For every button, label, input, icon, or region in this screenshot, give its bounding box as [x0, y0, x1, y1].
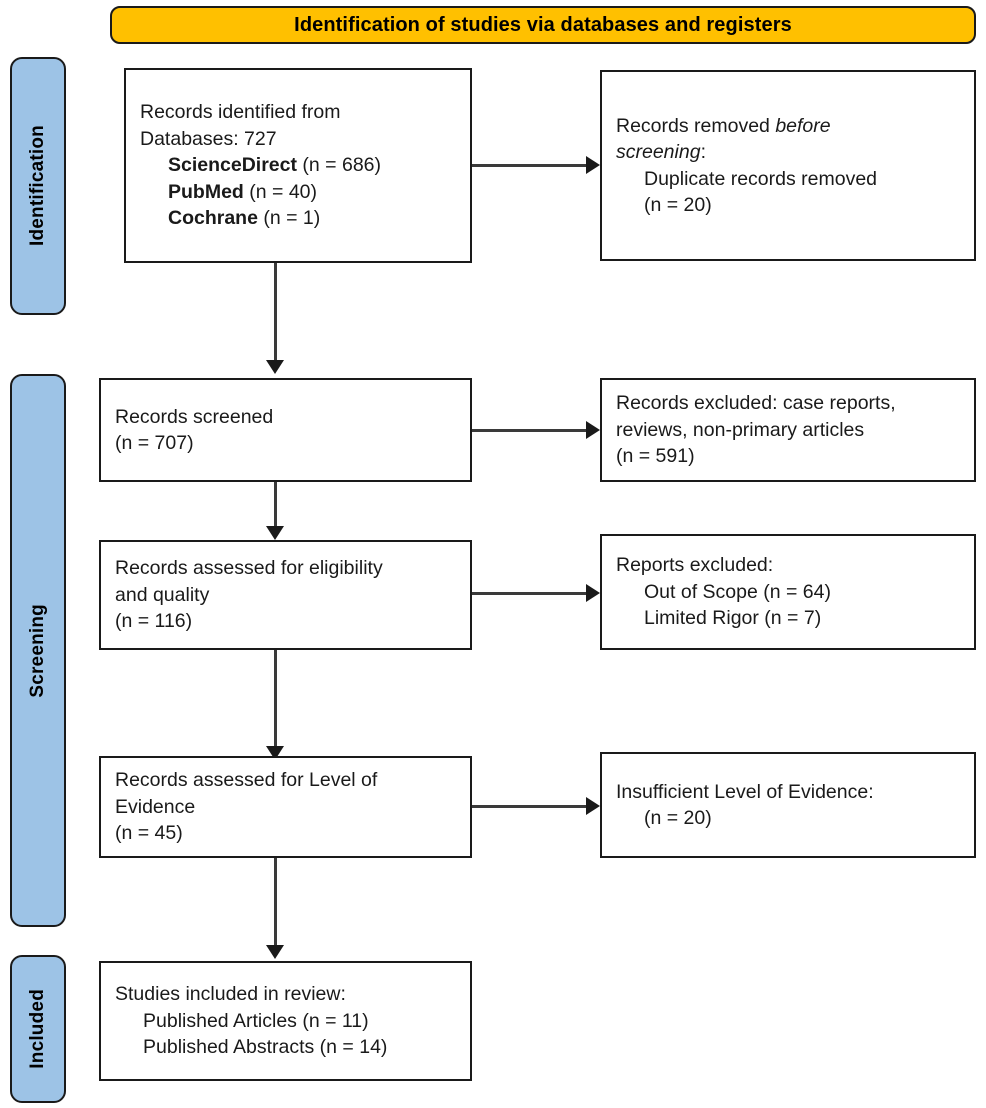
connector-screened-to-excluded	[472, 429, 587, 432]
box-records-screened: Records screened (n = 707)	[99, 378, 472, 482]
arrow-screened-to-eligibility	[266, 526, 284, 540]
box-assessed-eligibility: Records assessed for eligibility and qual…	[99, 540, 472, 650]
flow-line: (n = 707)	[115, 432, 194, 454]
flow-line: (n = 20)	[644, 807, 712, 829]
arrow-identified-to-screened	[266, 360, 284, 374]
flow-line: Records identified from	[140, 101, 341, 124]
box-assessed-level-of-evidence: Records assessed for Level of Evidence (n …	[99, 756, 472, 858]
flow-line: Duplicate records removed	[644, 167, 878, 190]
arrow-loe-to-insufficient	[586, 797, 600, 815]
flow-line: Records removed before	[616, 114, 831, 137]
connector-loe-to-insufficient	[472, 805, 587, 808]
flow-line: Evidence	[115, 795, 196, 818]
flow-line: screening:	[616, 141, 706, 163]
flow-line: Studies included in review:	[115, 983, 346, 1006]
connector-eligibility-to-loe	[274, 650, 277, 749]
flow-line: Published Articles (n = 11)	[143, 1009, 369, 1032]
box-reports-excluded: Reports excluded: Out of Scope (n = 64) Li…	[600, 534, 976, 650]
flow-line: reviews, non-primary articles	[616, 418, 865, 441]
stage-tab-identification: Identification	[10, 57, 66, 315]
box-records-removed-before-screening: Records removed before screening: Duplicat…	[600, 70, 976, 261]
arrow-identified-to-removed	[586, 156, 600, 174]
flow-line: Records assessed for Level of	[115, 769, 378, 792]
flow-line: Published Abstracts (n = 14)	[143, 1036, 388, 1059]
connector-identified-to-screened	[274, 263, 277, 363]
flow-line: and quality	[115, 583, 210, 606]
flow-line: PubMed (n = 40)	[168, 180, 318, 203]
phase-banner-identification: Identification of studies via databases …	[110, 6, 976, 44]
flow-line: Out of Scope (n = 64)	[644, 580, 831, 603]
connector-eligibility-to-reports-excluded	[472, 592, 587, 595]
arrow-eligibility-to-reports-excluded	[586, 584, 600, 602]
connector-identified-to-removed	[472, 164, 587, 167]
stage-tab-included-label: Included	[27, 989, 48, 1069]
box-insufficient-level-of-evidence: Insufficient Level of Evidence: (n = 20)	[600, 752, 976, 858]
flow-line: Limited Rigor (n = 7)	[644, 607, 822, 630]
arrow-loe-to-included	[266, 945, 284, 959]
flow-line: (n = 591)	[616, 445, 695, 468]
flow-line: Reports excluded:	[616, 554, 774, 577]
flow-line: Records screened	[115, 405, 274, 428]
stage-tab-identification-label: Identification	[27, 125, 48, 247]
box-records-excluded: Records excluded: case reports, reviews, …	[600, 378, 976, 482]
flow-line: Cochrane (n = 1)	[168, 207, 321, 230]
stage-tab-screening-label: Screening	[27, 603, 48, 698]
connector-loe-to-included	[274, 858, 277, 948]
flow-line: Records excluded: case reports,	[616, 392, 896, 415]
box-studies-included: Studies included in review: Published Art…	[99, 961, 472, 1081]
arrow-screened-to-excluded	[586, 421, 600, 439]
stage-tab-included: Included	[10, 955, 66, 1103]
connector-screened-to-eligibility	[274, 482, 277, 528]
flow-line: ScienceDirect (n = 686)	[168, 154, 382, 177]
stage-tab-screening: Screening	[10, 374, 66, 927]
flow-line: (n = 45)	[115, 822, 183, 845]
flow-line: (n = 20)	[644, 194, 712, 216]
flow-line: Databases: 727	[140, 127, 277, 150]
flow-line: (n = 116)	[115, 610, 193, 633]
flow-line: Insufficient Level of Evidence:	[616, 780, 874, 803]
flow-line: Records assessed for eligibility	[115, 557, 383, 580]
